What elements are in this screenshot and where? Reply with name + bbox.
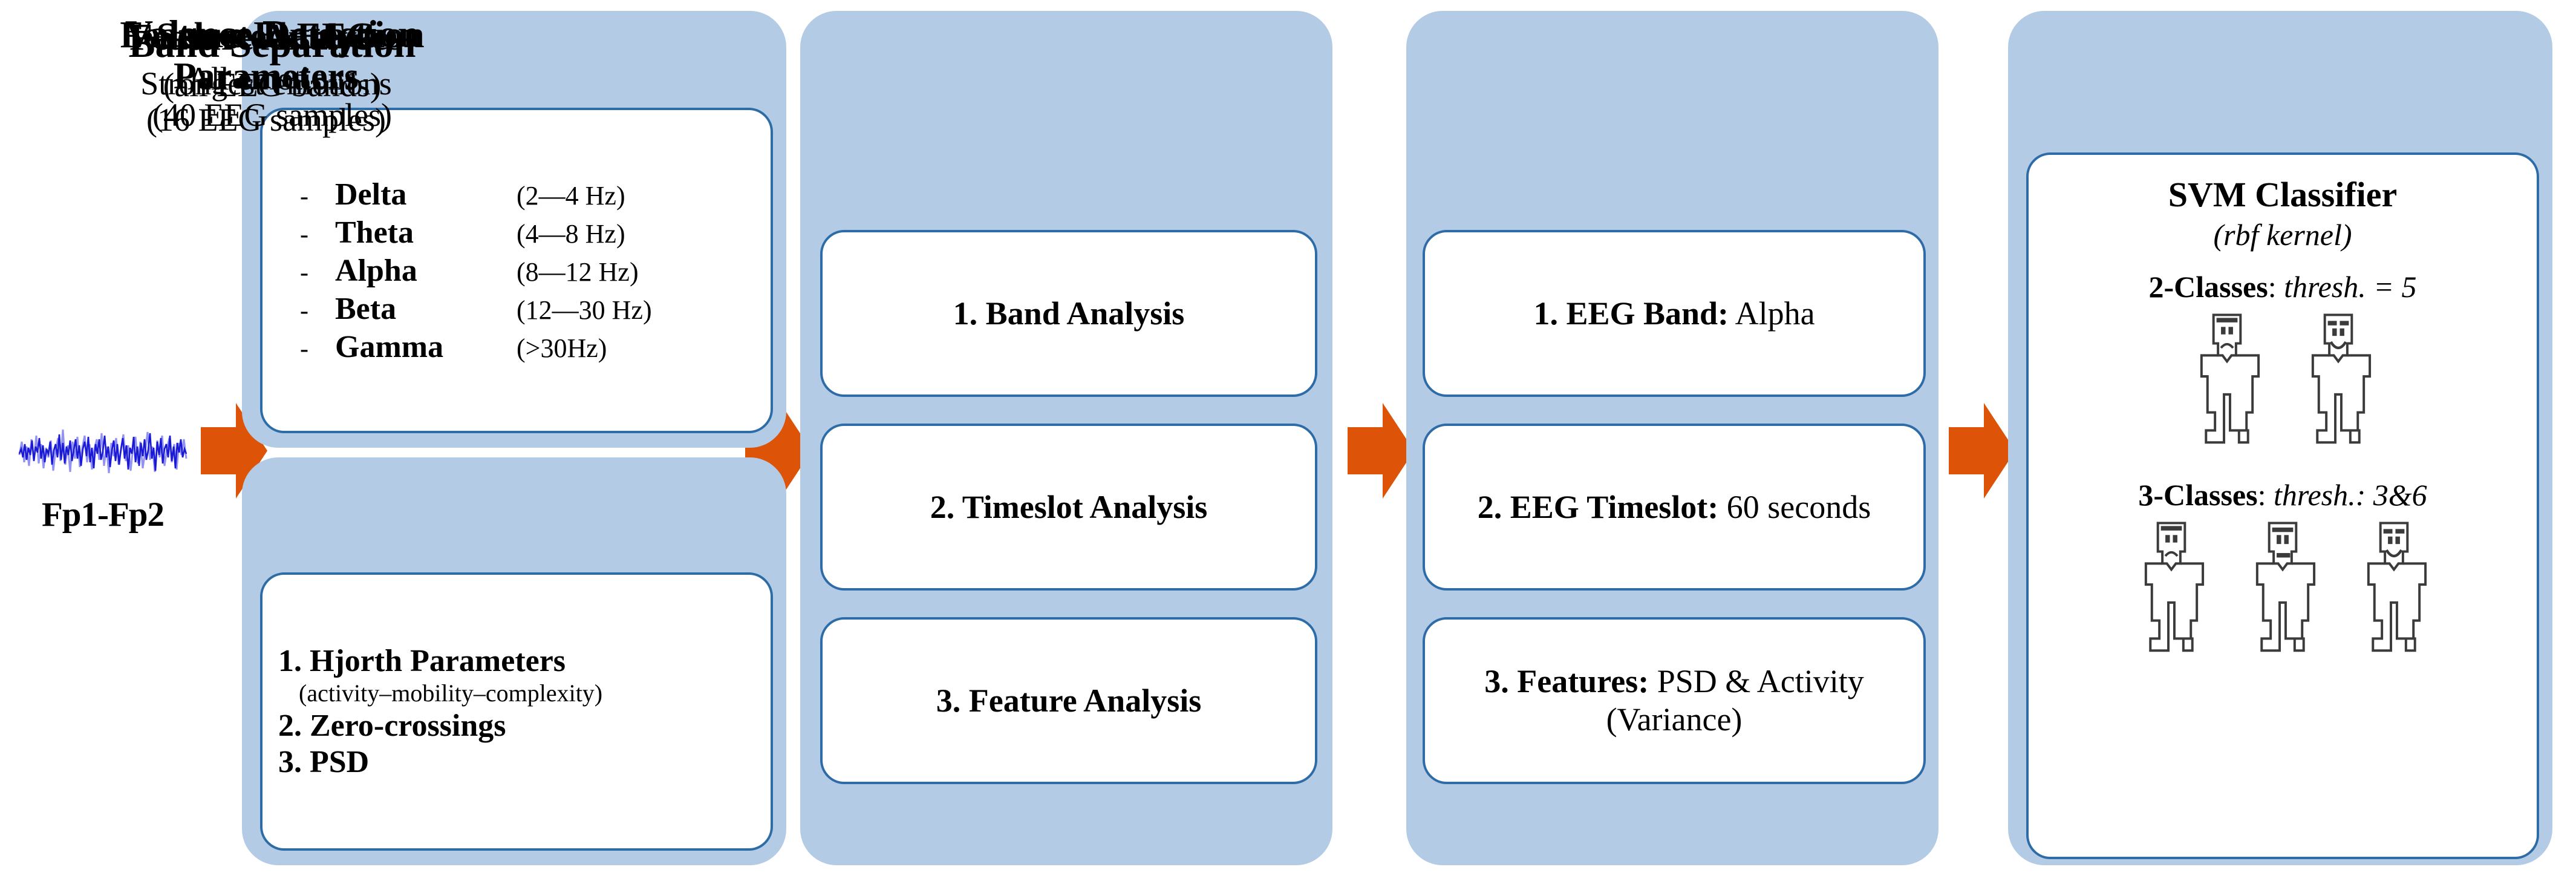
parameter-label: 1. EEG Band: [1533, 295, 1729, 332]
neutral-person-icon [2255, 522, 2316, 652]
band-row: - Delta (2—4 Hz) [287, 177, 746, 212]
feature-extraction-title: Feature Extraction [120, 15, 425, 56]
parameter-value: PSD & Activity (Variance) [1606, 663, 1864, 738]
band-range: (12—30 Hz) [517, 295, 652, 325]
arrow-band-to-analyses [745, 403, 812, 499]
band-row: - Gamma (>30Hz) [287, 329, 746, 365]
bullet-dash: - [300, 220, 308, 249]
subtitle-line-2: (40 EEG samples) [152, 97, 392, 134]
band-row: - Alpha (8—12 Hz) [287, 253, 746, 289]
analysis-card-label: 3. Feature Analysis [936, 682, 1202, 719]
list-item: 2. Zero-crossings [278, 709, 506, 744]
band-name: Delta [335, 177, 407, 212]
analysis-card-label: 1. Band Analysis [953, 295, 1185, 332]
eeg-source-group: Fp1-Fp2 [6, 417, 206, 557]
band-row: - Beta (12—30 Hz) [287, 291, 746, 327]
sad-person-icon [2144, 522, 2205, 652]
subtitle-line-1: Strongest emotions [140, 65, 392, 102]
parameter-card-text: 1. EEG Band: Alpha [1522, 295, 1825, 333]
title-line-1: Selected EEG [156, 16, 376, 57]
band-range: (4—8 Hz) [517, 218, 625, 249]
sad-person-icon [2200, 313, 2260, 444]
parameter-card-features[interactable]: 3. Features: PSD & Activity (Variance) [1423, 617, 1926, 784]
eeg-channel-label: Fp1-Fp2 [41, 496, 165, 534]
three-classes-heading: 3-Classes: thresh.: 3&6 [2138, 477, 2427, 512]
parameter-label: 3. Features: [1484, 663, 1649, 700]
parameter-value: 60 seconds [1726, 488, 1871, 525]
three-classes-sep: : [2257, 478, 2274, 512]
band-list-card: - Delta (2—4 Hz) - Theta (4—8 Hz) - Alph… [260, 108, 773, 433]
selected-parameters-title: Selected EEG Parameters [0, 16, 532, 97]
bullet-dash: - [300, 335, 308, 363]
valence-detection-title: Valence Detection [125, 12, 420, 55]
list-item: 1. Hjorth Parameters [278, 644, 566, 679]
list-item: 3. PSD [278, 744, 370, 779]
two-classes-sep: : [2268, 270, 2284, 304]
parameter-card-timeslot[interactable]: 2. EEG Timeslot: 60 seconds [1423, 424, 1926, 591]
band-range: (2—4 Hz) [517, 180, 625, 211]
svm-classifier-title: SVM Classifier [2168, 175, 2398, 214]
three-classes-figures [2126, 519, 2439, 669]
subtitle-line-2: (16 EEG samples) [146, 102, 386, 139]
two-classes-heading: 2-Classes: thresh. = 5 [2148, 269, 2416, 304]
arrow-params-to-valence [1949, 403, 2015, 499]
eeg-waveform-icon [18, 429, 187, 474]
bullet-dash: - [300, 258, 308, 287]
arrow-analyses-to-params [1348, 403, 1414, 499]
analysis-card-label: 2. Timeslot Analysis [930, 489, 1208, 525]
subtitle-line-1: All emotions [187, 61, 357, 97]
bullet-dash: - [300, 182, 308, 211]
hjorth-sublabel: (activity–mobility–complexity) [299, 679, 603, 707]
two-classes-threshold: thresh. = 5 [2284, 270, 2417, 304]
feature-analyses-subtitle: Strongest emotions (16 EEG samples) [0, 65, 532, 139]
analysis-card-band[interactable]: 1. Band Analysis [820, 230, 1317, 397]
two-classes-figures [2182, 310, 2384, 460]
band-name: Theta [335, 215, 414, 250]
parameter-value: Alpha [1735, 295, 1815, 332]
band-separation-title: Band Separation [128, 22, 416, 66]
band-row: - Theta (4—8 Hz) [287, 215, 746, 250]
three-classes-threshold: thresh.: 3&6 [2273, 478, 2427, 512]
band-name: Gamma [335, 329, 444, 364]
svm-classifier-card[interactable]: SVM Classifier (rbf kernel) 2-Classes: t… [2026, 152, 2539, 859]
parameter-label: 2. EEG Timeslot: [1477, 488, 1719, 525]
parameter-card-band[interactable]: 1. EEG Band: Alpha [1423, 230, 1926, 397]
two-classes-label: 2-Classes [2148, 270, 2268, 304]
svm-kernel-label: (rbf kernel) [2213, 218, 2352, 252]
three-classes-label: 3-Classes [2138, 478, 2258, 512]
happy-person-icon [2367, 522, 2427, 652]
feature-analyses-title: Feature Analyses [129, 17, 403, 58]
valence-detection-subtitle: All emotions (40 EEG samples) [0, 61, 544, 134]
analysis-card-feature[interactable]: 3. Feature Analysis [820, 617, 1317, 784]
parameter-card-text: 3. Features: PSD & Activity (Variance) [1425, 663, 1923, 738]
band-range: (>30Hz) [517, 333, 607, 363]
feature-extraction-subtitle: (all EEG bands) [163, 67, 382, 104]
analysis-card-timeslot[interactable]: 2. Timeslot Analysis [820, 424, 1317, 591]
bullet-dash: - [300, 296, 308, 325]
band-range: (8—12 Hz) [517, 257, 639, 287]
band-name: Beta [335, 291, 397, 326]
happy-person-icon [2311, 313, 2372, 444]
band-name: Alpha [335, 253, 417, 288]
parameter-card-text: 2. EEG Timeslot: 60 seconds [1467, 488, 1882, 526]
feature-extraction-card: 1. Hjorth Parameters (activity–mobility–… [260, 572, 773, 851]
title-line-2: Parameters [173, 55, 359, 97]
